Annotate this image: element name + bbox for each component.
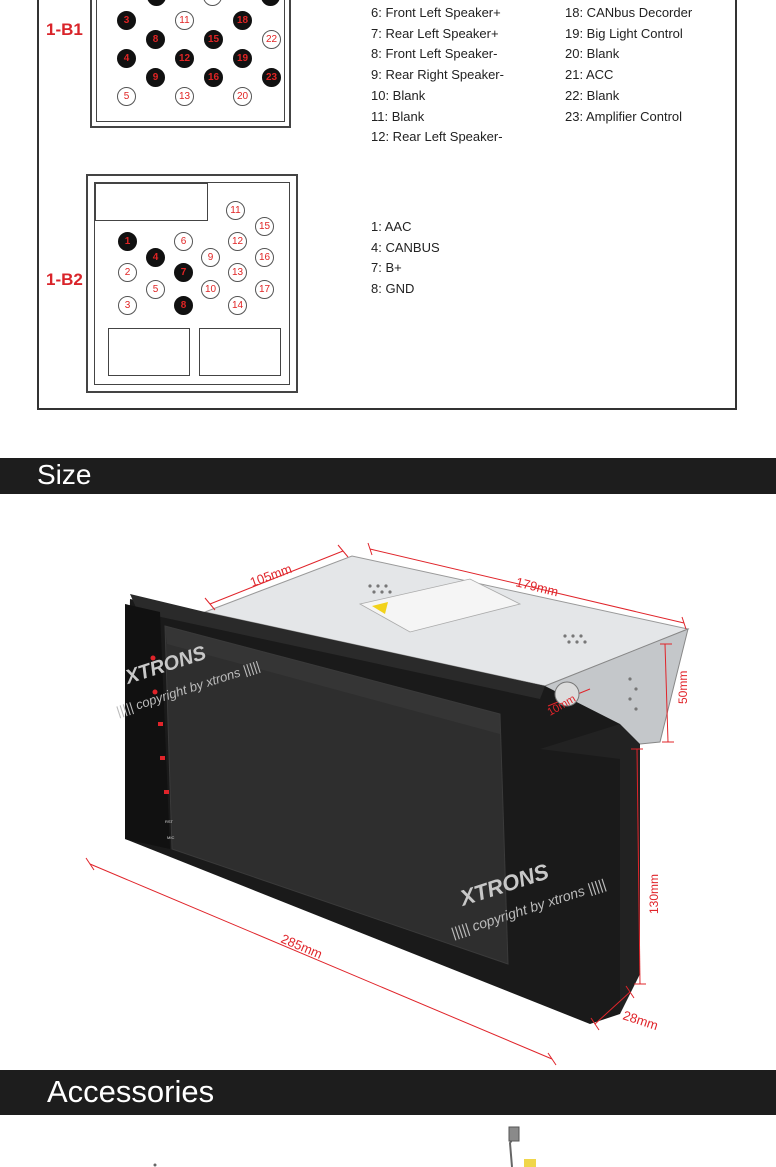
- connector-pin: 11: [226, 201, 245, 220]
- connector-pin: 10: [201, 280, 220, 299]
- connector-key-bottom-left: [108, 328, 190, 376]
- connector-pin: 22: [262, 30, 281, 49]
- pin-desc: 21: ACC: [565, 67, 614, 83]
- connector-pin: 1: [118, 232, 137, 251]
- dim-height: 130mm: [647, 874, 661, 914]
- pin-desc: 7: B+: [371, 260, 402, 276]
- cable-connector: [508, 1126, 520, 1142]
- connector-pin: 23: [262, 68, 281, 87]
- connector-key-top: [95, 183, 208, 221]
- connector-pin: 19: [233, 49, 252, 68]
- connector-pin: 15: [204, 30, 223, 49]
- screen-glare: [165, 626, 500, 734]
- connector-pin: 3: [118, 296, 137, 315]
- dimension-lines: [85, 542, 687, 1066]
- pin-desc: 8: GND: [371, 281, 415, 297]
- pin-desc: 22: Blank: [565, 87, 620, 103]
- connector-pin: 8: [146, 30, 165, 49]
- connector-pin: 15: [255, 217, 274, 236]
- pin-desc: 11: Blank: [371, 108, 425, 124]
- pin-desc: 8: Front Left Speaker-: [371, 46, 498, 62]
- mic-label: MIC: [167, 835, 174, 840]
- pinout-frame: [37, 0, 737, 410]
- connector-pin: 8: [174, 296, 193, 315]
- connector-pin: 2: [118, 263, 137, 282]
- b1-descriptions-left: 6: Front Left Speaker+ 7: Rear Left Spea…: [371, 3, 504, 148]
- size-section-title: Size: [37, 459, 92, 490]
- connector-pin: 12: [228, 232, 247, 251]
- connector-pin: 16: [255, 248, 274, 267]
- connector-b1-pins: 7 14 21 3 11 18 8 15 22 4 12 19 9 16 23 5 13 20: [96, 0, 285, 122]
- connector-pin: 21: [261, 0, 280, 6]
- pin-desc: 9: Rear Right Speaker-: [371, 67, 504, 83]
- connector-pin: 5: [146, 280, 165, 299]
- product-dimension-drawing: RST MIC XTRONS ||||| copyright by xtrons…: [85, 542, 690, 1066]
- pin-desc: 20: Blank: [565, 46, 620, 62]
- size-section-banner: Size: [0, 458, 776, 494]
- connector-pin: 13: [175, 87, 194, 106]
- side-bracket: [540, 724, 640, 1014]
- connector-pin: 3: [117, 11, 136, 30]
- warning-sticker: [372, 602, 388, 614]
- connector-pin: 13: [228, 263, 247, 282]
- dim-height-back: 50mm: [676, 671, 690, 704]
- dim-thickness: 28mm: [621, 1008, 660, 1033]
- connector-pin: 9: [201, 248, 220, 267]
- b2-descriptions: 1: AAC 4: CANBUS 7: B+ 8: GND: [371, 217, 440, 300]
- accessory-dot: [153, 1163, 157, 1167]
- connector-pin: 18: [233, 11, 252, 30]
- button-panel: [125, 604, 170, 849]
- b1-descriptions-right: 18: CANbus Decorder 19: Big Light Contro…: [565, 3, 692, 127]
- connector-pin: 4: [117, 49, 136, 68]
- connector-pin: 9: [146, 68, 165, 87]
- connector-pin: 11: [175, 11, 194, 30]
- front-buttons: [150, 655, 169, 794]
- bezel-top-edge: [130, 594, 545, 699]
- connector-pin: 6: [174, 232, 193, 251]
- connector-pin: 14: [228, 296, 247, 315]
- accessories-section-banner: Accessories: [0, 1070, 776, 1115]
- connector-b2-label: 1-B2: [46, 270, 83, 289]
- dim-width: 285mm: [279, 931, 325, 962]
- pin-desc: 23: Amplifier Control: [565, 108, 683, 124]
- connector-pin: 12: [175, 49, 194, 68]
- pin-desc: 19: Big Light Control: [565, 25, 683, 41]
- vent-holes: [368, 584, 638, 711]
- connector-pin: 4: [146, 248, 165, 267]
- zoom-callout: [554, 681, 580, 707]
- accessories-section-title: Accessories: [47, 1074, 215, 1109]
- cable-plug: [524, 1159, 536, 1167]
- connector-pin: 14: [203, 0, 222, 6]
- connector-pin: 20: [233, 87, 252, 106]
- pin-desc: 6: Front Left Speaker+: [371, 5, 501, 20]
- connector-b1-diagram: 7 14 21 3 11 18 8 15 22 4 12 19 9 16 23 5 13 20: [90, 0, 291, 128]
- pin-desc: 4: CANBUS: [371, 239, 440, 255]
- connector-pin: 7: [174, 263, 193, 282]
- pin-desc: 12: Rear Left Speaker-: [371, 129, 503, 145]
- connector-pin: 7: [147, 0, 166, 6]
- connector-b1-label: 1-B1: [46, 20, 83, 39]
- connector-pin: 16: [204, 68, 223, 87]
- connector-pin: 17: [255, 280, 274, 299]
- pin-desc: 10: Blank: [371, 87, 426, 103]
- pin-desc: 1: AAC: [371, 219, 412, 234]
- pin-desc: 18: CANbus Decorder: [565, 5, 693, 20]
- connector-key-bottom-right: [199, 328, 281, 376]
- connector-pin: 5: [117, 87, 136, 106]
- pin-desc: 7: Rear Left Speaker+: [371, 25, 499, 41]
- accessories-preview: [153, 1126, 536, 1167]
- label-sticker: [358, 578, 522, 633]
- rst-label: RST: [165, 819, 174, 824]
